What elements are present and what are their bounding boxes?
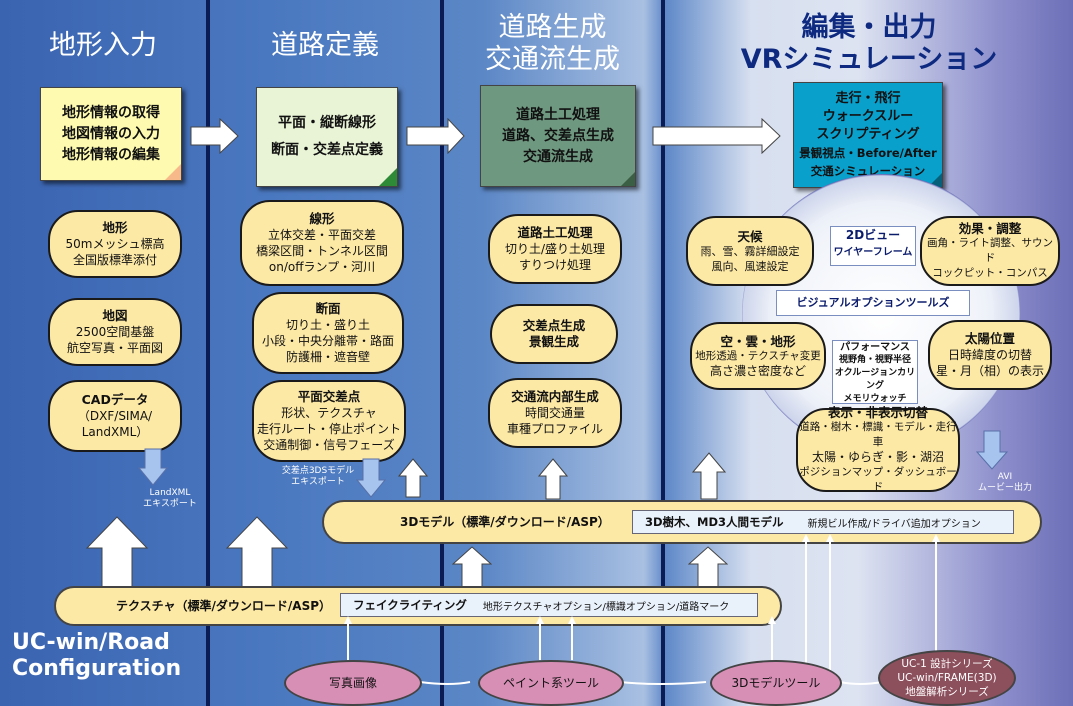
title-line: VRシミュレーション (740, 44, 998, 75)
up-arrow-icon (538, 458, 568, 500)
tool-3d-model: 3Dモデルツール (710, 660, 842, 706)
column-divider (206, 0, 210, 706)
note-road-definition: 平面・縦断線形断面・交差点定義 (256, 87, 398, 187)
column-title-generation: 道路生成 交通流生成 (444, 12, 661, 76)
tool-paint: ペイント系ツール (478, 660, 624, 706)
right-arrow-icon (652, 118, 781, 154)
up-arrow-icon (692, 452, 726, 500)
model-bar-inner: 3D樹木、MD3人間モデル 新規ビル作成/ドライバ追加オプション (632, 510, 1014, 534)
pill-traffic-generation: 交通流内部生成時間交通量車種プロファイル (488, 378, 622, 448)
pill-intersection: 平面交差点形状、テクスチャ走行ルート・停止ポイント交通制御・信号フェーズ (252, 380, 406, 462)
down-arrow-icon (356, 458, 386, 498)
tool-photo: 写真画像 (284, 660, 422, 706)
texture-bar-label: テクスチャ（標準/ダウンロード/ASP） (116, 599, 332, 613)
performance-box: パフォーマンス 視野角・視野半径オクルージョンカリングメモリウォッチ (832, 340, 918, 404)
pill-intersection-generation: 交差点生成景観生成 (490, 304, 618, 364)
column-divider (661, 0, 665, 706)
pill-sky-terrain: 空・雲・地形地形透過・テクスチャ変更高さ濃さ密度など (690, 322, 826, 390)
pill-cad-data: CADデータ（DXF/SIMA/LandXML） (48, 380, 182, 452)
down-arrow-icon (138, 448, 168, 486)
label-intersection-export: 交差点3DSモデルエキスポート (281, 466, 355, 487)
title-line: 道路生成 (498, 12, 607, 43)
pill-weather: 天候雨、雪、霧詳細設定風向、風速設定 (686, 216, 814, 286)
view2d-box: 2Dビューワイヤーフレーム (830, 226, 916, 266)
note-terrain-input: 地形情報の取得地図情報の入力地形情報の編集 (40, 87, 182, 181)
title-line: 交通流生成 (485, 44, 620, 75)
pill-effects: 効果・調整画角・ライト調整、サウンドコックピット・コンパス (920, 216, 1060, 286)
column-title-terrain: 地形入力 (0, 30, 206, 62)
pill-sun-position: 太陽位置日時緯度の切替星・月（相）の表示 (928, 320, 1052, 390)
title-line: 編集・出力 (801, 12, 937, 43)
pill-earthwork: 道路土工処理切り土/盛り土処理すりつけ処理 (488, 214, 622, 284)
pill-display-toggle: 表示・非表示切替道路・樹木・標識・モデル・走行車太陽・ゆらぎ・影・湖沼ポジション… (796, 405, 960, 493)
column-divider (440, 0, 444, 706)
pill-cross-section: 断面切り土・盛り土小段・中央分離帯・路面防護柵・遮音壁 (252, 292, 404, 374)
visual-option-tools-box: ビジュアルオプションツールズ (776, 290, 970, 316)
column-title-output: 編集・出力 VRシミュレーション (665, 12, 1073, 76)
texture-bar-inner: フェイクライティング 地形テクスチャオプション/標識オプション/道路マーク (340, 593, 758, 617)
right-arrow-icon (406, 118, 465, 154)
model-bar-label: 3Dモデル（標準/ダウンロード/ASP） (400, 515, 610, 529)
column-title-road: 道路定義 (210, 30, 440, 62)
connector-lines (344, 534, 940, 685)
title-line: 道路定義 (271, 30, 379, 61)
title-line: 地形入力 (49, 30, 157, 61)
up-arrow-icon (398, 458, 428, 498)
down-arrow-icon (976, 430, 1008, 470)
right-arrow-icon (190, 118, 239, 154)
note-road-generation: 道路土工処理道路、交差点生成交通流生成 (480, 85, 636, 187)
